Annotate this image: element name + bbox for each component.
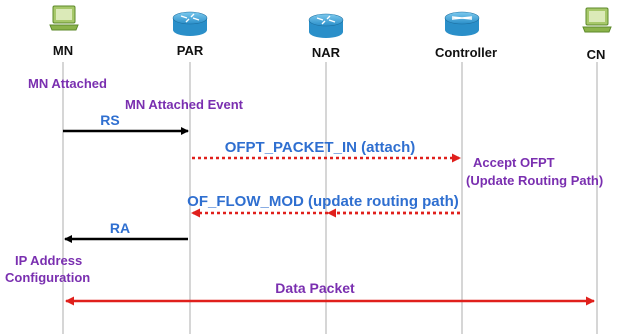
node-label-controller: Controller xyxy=(435,45,497,60)
laptop-icon xyxy=(582,7,612,33)
annotation-accept-ofpt-1: Accept OFPT xyxy=(473,155,555,170)
annotation-mn-attached-event: MN Attached Event xyxy=(125,97,244,112)
node-label-par: PAR xyxy=(177,43,204,58)
message-label-ra: RA xyxy=(110,220,130,236)
router-icon xyxy=(172,11,208,36)
router-icon xyxy=(308,13,344,38)
message-label-rs: RS xyxy=(100,112,119,128)
lifelines xyxy=(62,62,598,334)
message-label-data-packet: Data Packet xyxy=(275,280,355,296)
laptop-icon xyxy=(49,5,79,31)
node-label-cn: CN xyxy=(587,47,606,62)
annotation-accept-ofpt-2: (Update Routing Path) xyxy=(466,173,603,188)
node-label-mn: MN xyxy=(53,43,73,58)
annotation-ip-address-1: IP Address xyxy=(15,253,82,268)
message-label-packet-in: OFPT_PACKET_IN (attach) xyxy=(225,139,416,156)
node-label-nar: NAR xyxy=(312,45,341,60)
message-label-flow-mod: OF_FLOW_MOD (update routing path) xyxy=(187,193,459,210)
annotation-mn-attached: MN Attached xyxy=(28,76,107,91)
router-icon xyxy=(444,11,480,36)
annotation-ip-address-2: Configuration xyxy=(5,270,90,285)
